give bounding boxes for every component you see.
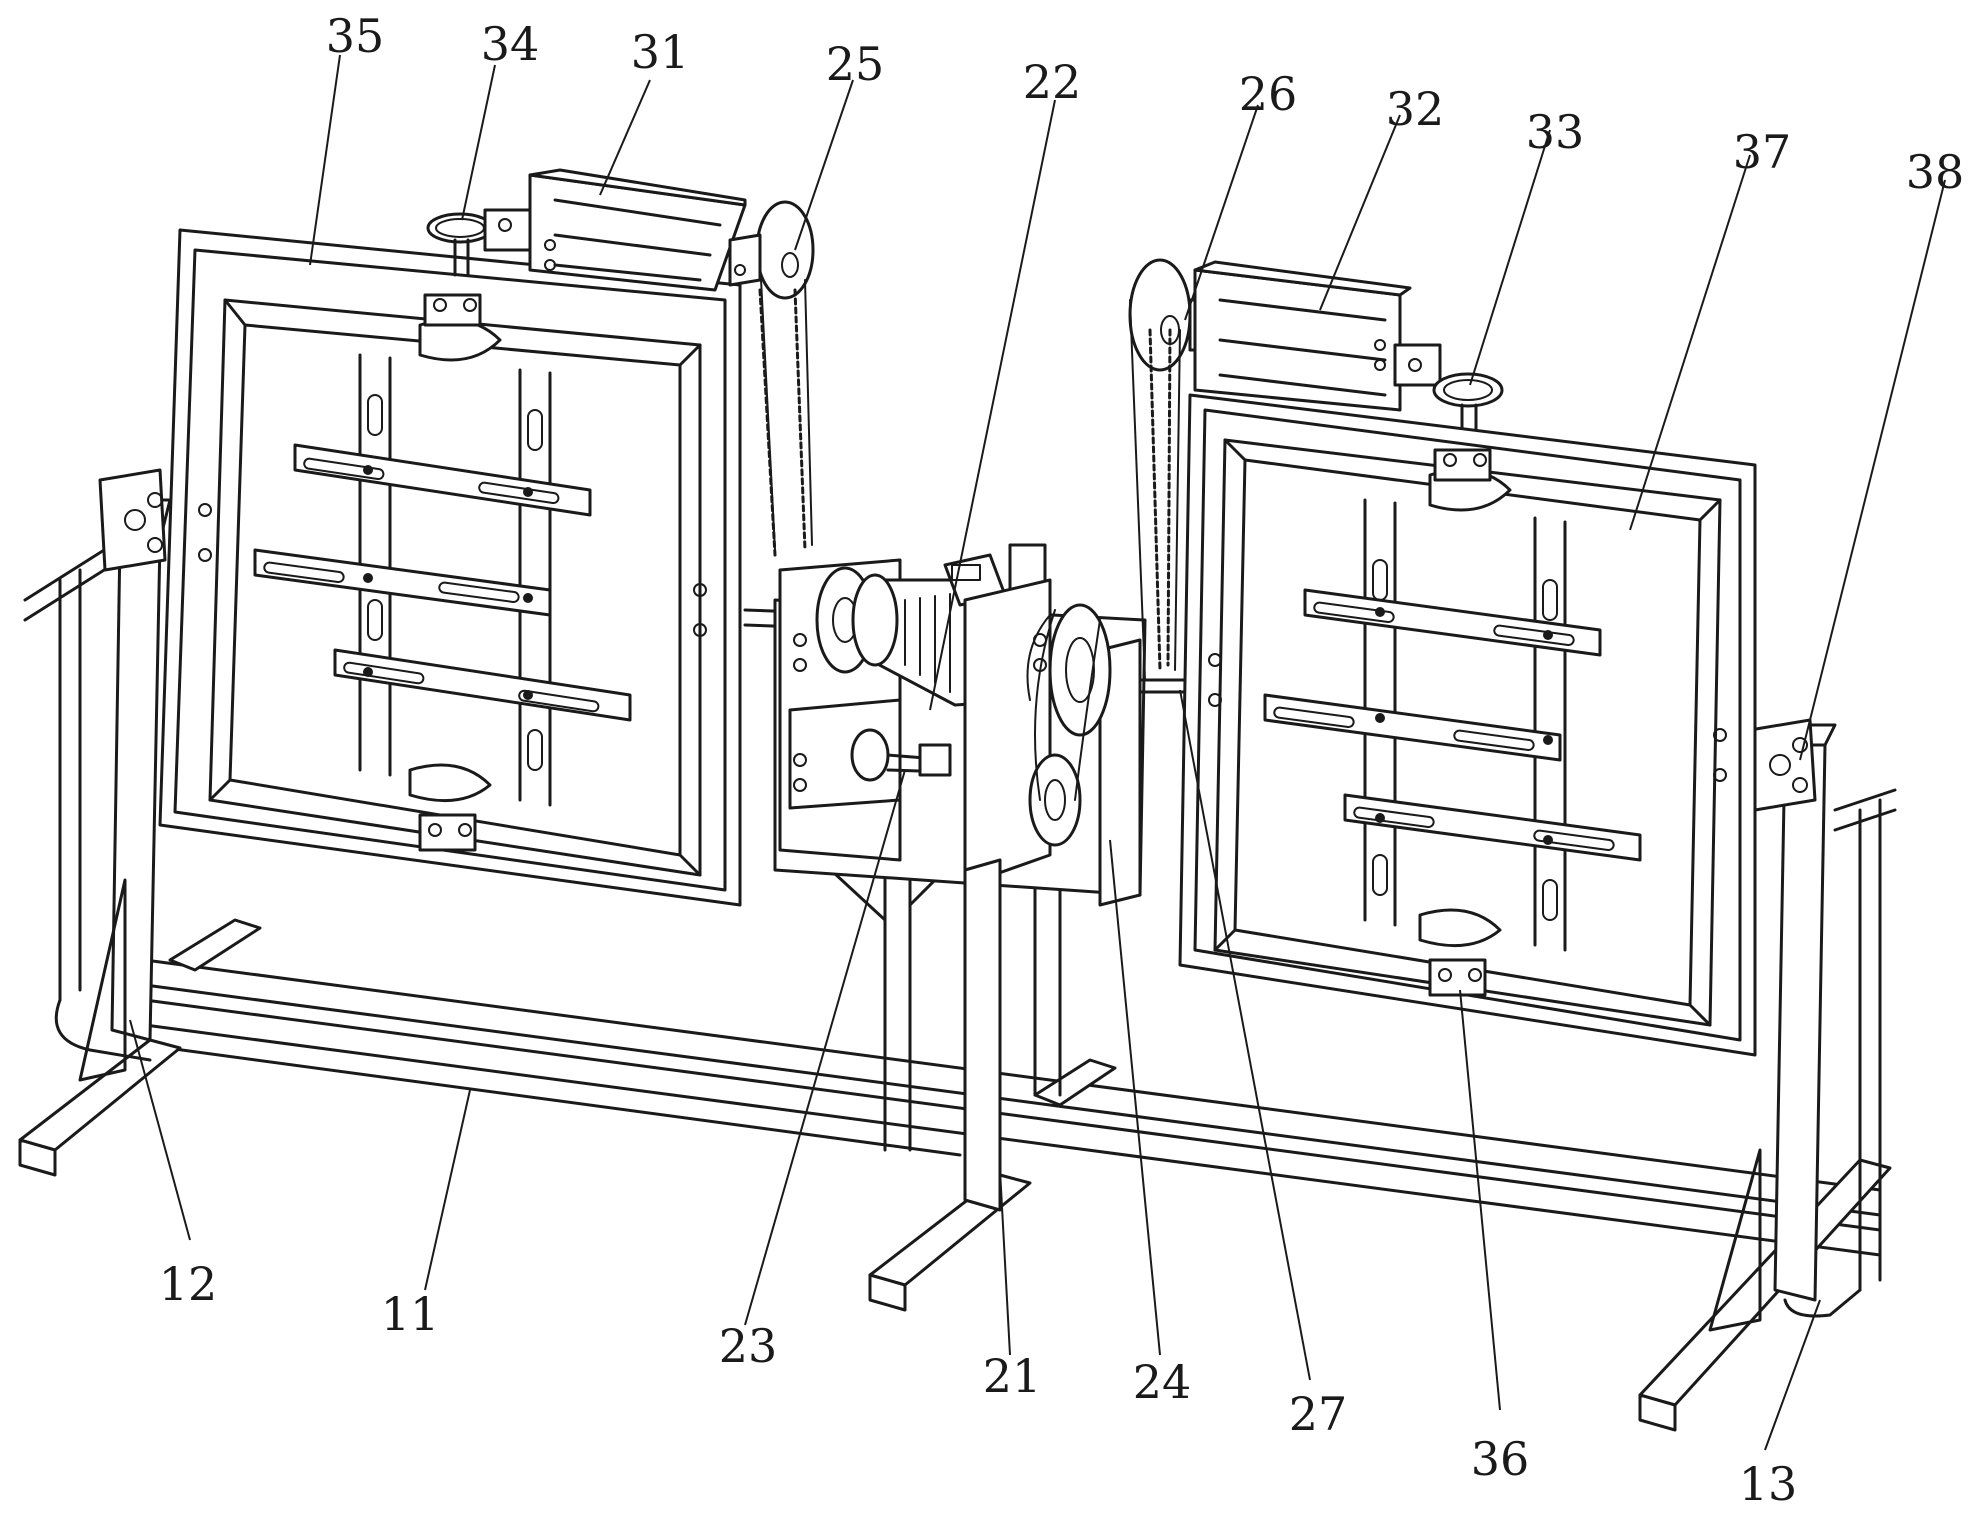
label-36: 36 bbox=[1471, 1432, 1530, 1486]
left-rotating-frame bbox=[158, 228, 742, 907]
reference-labels: 35 34 31 25 22 26 32 33 37 38 12 11 23 2… bbox=[159, 9, 1965, 1511]
label-21: 21 bbox=[983, 1349, 1042, 1403]
label-33: 33 bbox=[1526, 105, 1585, 159]
label-35: 35 bbox=[326, 9, 385, 63]
label-31: 31 bbox=[631, 25, 690, 79]
label-12: 12 bbox=[159, 1257, 218, 1311]
label-38: 38 bbox=[1906, 145, 1965, 199]
label-25: 25 bbox=[826, 37, 885, 91]
left-support-column bbox=[23, 468, 172, 1082]
label-11: 11 bbox=[381, 1287, 440, 1341]
label-13: 13 bbox=[1739, 1457, 1798, 1511]
right-pulley-housing bbox=[1026, 603, 1142, 907]
left-gearbox bbox=[528, 168, 747, 292]
label-34: 34 bbox=[481, 17, 540, 71]
label-32: 32 bbox=[1386, 82, 1445, 136]
label-24: 24 bbox=[1133, 1355, 1192, 1409]
label-27: 27 bbox=[1289, 1387, 1348, 1441]
label-22: 22 bbox=[1023, 55, 1082, 109]
label-23: 23 bbox=[719, 1319, 778, 1373]
right-bevel-gear bbox=[1393, 343, 1504, 442]
leader-lines bbox=[129, 54, 1946, 1451]
label-37: 37 bbox=[1733, 125, 1792, 179]
right-rotating-frame bbox=[1178, 393, 1757, 1057]
label-26: 26 bbox=[1239, 67, 1298, 121]
left-belt-drive bbox=[728, 200, 815, 629]
left-bevel-gear bbox=[426, 208, 532, 277]
right-support-column bbox=[1708, 718, 1897, 1332]
base-frame bbox=[18, 918, 1892, 1432]
right-gearbox bbox=[1193, 260, 1412, 412]
